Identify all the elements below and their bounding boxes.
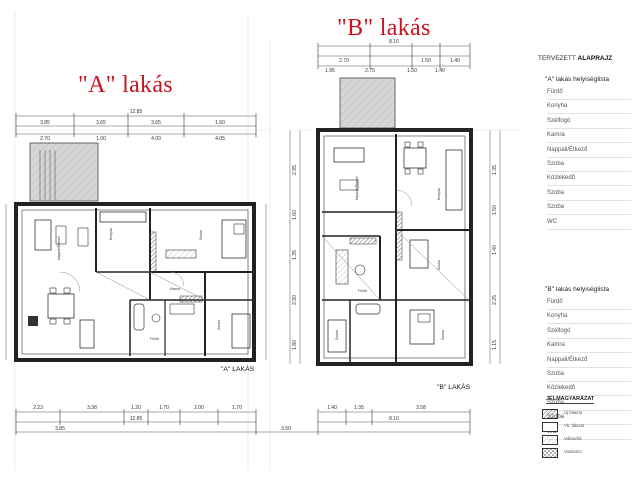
apartment-a-room-7: Közlekedő xyxy=(547,172,631,187)
room-label-a-kitchen: Konyha xyxy=(109,228,113,240)
legend-item: Vasbeton xyxy=(542,447,632,459)
dim-a-bottom-2: 3.38 xyxy=(87,405,97,411)
apartment-b-room-4: Kamra xyxy=(547,339,631,354)
dim-a-top-2: 3.65 xyxy=(96,120,106,126)
apartment-b-room-1: Fürdő xyxy=(547,296,631,310)
legend-label: Vasbeton xyxy=(564,449,582,454)
room-label-a-bath: Fürdő xyxy=(150,337,159,341)
room-label-a-pantry: Kamra xyxy=(170,287,180,291)
dimension-ticks xyxy=(15,43,471,435)
legend-swatch xyxy=(542,409,558,419)
dim-b-left-4: 2.90 xyxy=(292,295,298,305)
dim-a-bottom-total: 12.85 xyxy=(130,416,143,422)
room-label-b-room3: Szoba xyxy=(335,330,339,340)
dim-b-top-1: 2.70 xyxy=(339,58,349,64)
dim-a-top-1: 3.85 xyxy=(40,120,50,126)
dim-b-top-3: 1.40 xyxy=(450,58,460,64)
apartment-a-room-9: Szoba xyxy=(547,201,631,216)
legend-item: Válaszfal xyxy=(542,434,632,446)
dim-b-top2-4: 1.40 xyxy=(435,68,445,74)
legend-swatch xyxy=(542,448,558,458)
panel-heading: TERVEZETT ALAPRAJZ xyxy=(538,55,634,62)
dim-b-left-5: 1.80 xyxy=(292,340,298,350)
dim-b-right-1: 1.35 xyxy=(492,165,498,175)
apartment-a-room-3: Szélfogó xyxy=(547,115,631,129)
dim-b-right-3: 1.40 xyxy=(492,245,498,255)
dim-a-bottom-1: 2.23 xyxy=(33,405,43,411)
apartment-b-room-list-title: "B" lakás helyiséglista xyxy=(545,286,610,293)
dim-a-top2-1: 2.70 xyxy=(40,136,50,142)
dim-bottom-row3-1: 3.85 xyxy=(55,426,65,432)
apartment-b-room-3: Szélfogó xyxy=(547,325,631,339)
room-label-a-room1: Szoba xyxy=(199,230,203,240)
apartment-b-room-8: Szoba xyxy=(547,397,631,411)
apartment-a-room-6: Szoba xyxy=(547,158,631,172)
dim-a-top-total: 12.85 xyxy=(130,109,143,115)
dim-b-bottom-total: 8.10 xyxy=(389,416,399,422)
dim-b-top2-1: 1.95 xyxy=(325,68,335,74)
apartment-a-plan-label: "A" LAKÁS xyxy=(221,366,255,373)
dim-b-right-5: 1.15 xyxy=(492,340,498,350)
apartment-a-title: "A" lakás xyxy=(78,72,173,98)
dim-a-bottom-4: 1.70 xyxy=(159,405,169,411)
apartment-b-plan: Nappali/Étkező Konyha Szoba Szoba Szoba … xyxy=(316,77,473,366)
apartment-a-room-2: Konyha xyxy=(547,100,631,115)
apartment-b-room-7: Közlekedő xyxy=(547,382,631,397)
room-label-b-living: Nappali/Étkező xyxy=(354,176,359,200)
dim-a-top2-4: 4.05 xyxy=(215,136,225,142)
dim-a-top-4: 1.60 xyxy=(215,120,225,126)
dim-b-bottom-3: 3.58 xyxy=(416,405,426,411)
dimension-lines xyxy=(5,45,501,433)
dim-a-bottom-3: 1.20 xyxy=(131,405,141,411)
apartment-a-room-8: Szoba xyxy=(547,187,631,201)
dim-b-right-2: 1.50 xyxy=(492,205,498,215)
legend-label: Új falazat xyxy=(564,410,582,415)
apartment-b-plan-label: "B" LAKÁS xyxy=(437,384,471,391)
legend-swatch xyxy=(542,422,558,432)
dim-b-bottom-2: 1.35 xyxy=(354,405,364,411)
dim-b-left-3: 1.35 xyxy=(292,250,298,260)
apartment-a-room-1: Fürdő xyxy=(547,86,631,100)
apartment-a-plan: Nappali/Étkező Konyha Szoba Szoba Fürdő … xyxy=(14,142,256,362)
dim-b-left-2: 1.60 xyxy=(292,210,298,220)
dim-b-left-1: 2.95 xyxy=(292,165,298,175)
apartment-a-room-10: WC xyxy=(547,216,631,230)
dim-a-top-3: 3.65 xyxy=(151,120,161,126)
dim-b-top-2: 1.50 xyxy=(421,58,431,64)
dim-b-top-total: 8.10 xyxy=(389,39,399,45)
room-label-b-room2: Szoba xyxy=(441,330,445,340)
legend-title: JELMAGYARÁZAT xyxy=(546,396,595,404)
dim-b-right-4: 2.25 xyxy=(492,295,498,305)
legend-swatch xyxy=(542,435,558,445)
panel-heading-bold: ALAPRAJZ xyxy=(577,55,613,62)
panel-heading-light: TERVEZETT xyxy=(538,55,576,62)
dim-b-top2-3: 1.50 xyxy=(407,68,417,74)
room-label-a-living: Nappali/Étkező xyxy=(56,236,61,260)
apartment-b-room-6: Szoba xyxy=(547,368,631,382)
apartment-a-room-list-title: "A" lakás helyiséglista xyxy=(545,76,610,83)
apartment-b-title: "B" lakás xyxy=(337,15,431,41)
dim-b-top2-2: 2.75 xyxy=(365,68,375,74)
apartment-b-room-2: Konyha xyxy=(547,310,631,325)
legend-item: Új falazat xyxy=(542,408,632,420)
room-label-b-bath: Fürdő xyxy=(358,289,367,293)
room-label-a-room2: Szoba xyxy=(217,320,221,330)
dim-a-bottom-5: 2.00 xyxy=(194,405,204,411)
room-schedule-panel: TERVEZETT ALAPRAJZ "A" lakás helyiséglis… xyxy=(530,50,636,478)
dim-bottom-row3-2: 3.50 xyxy=(281,426,291,432)
legend-item: Vb. falazat xyxy=(542,421,632,433)
room-label-b-room1: Szoba xyxy=(437,260,441,270)
apartment-a-room-4: Kamra xyxy=(547,129,631,144)
legend-label: Vb. falazat xyxy=(564,423,585,428)
apartment-b-room-5: Nappali/Étkező xyxy=(547,354,631,368)
dim-b-bottom-1: 1.40 xyxy=(327,405,337,411)
apartment-a-room-5: Nappali/Étkező xyxy=(547,144,631,158)
dim-a-top2-3: 4.00 xyxy=(151,136,161,142)
dim-a-bottom-6: 1.70 xyxy=(232,405,242,411)
legend-label: Válaszfal xyxy=(564,436,582,441)
dim-a-top2-2: 1.00 xyxy=(96,136,106,142)
room-label-b-kitchen: Konyha xyxy=(437,188,441,200)
